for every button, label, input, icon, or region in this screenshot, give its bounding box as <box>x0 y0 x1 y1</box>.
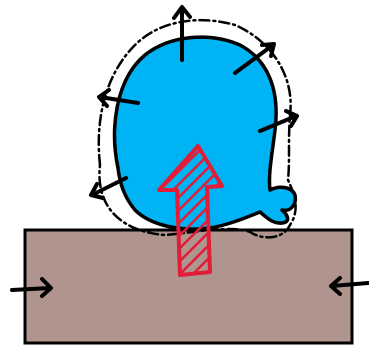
arrow-left-icon <box>97 88 140 108</box>
arrow-upper-right-icon <box>233 42 276 75</box>
outward-arrows <box>10 5 369 298</box>
arrow-right-icon <box>258 109 299 133</box>
arrow-block-left-icon <box>10 277 53 298</box>
arrow-block-right-icon <box>329 276 369 296</box>
blue-droplet <box>112 35 298 231</box>
arrow-lower-left-icon <box>89 176 128 200</box>
arrow-up-icon <box>172 5 192 62</box>
brown-block <box>23 228 354 345</box>
